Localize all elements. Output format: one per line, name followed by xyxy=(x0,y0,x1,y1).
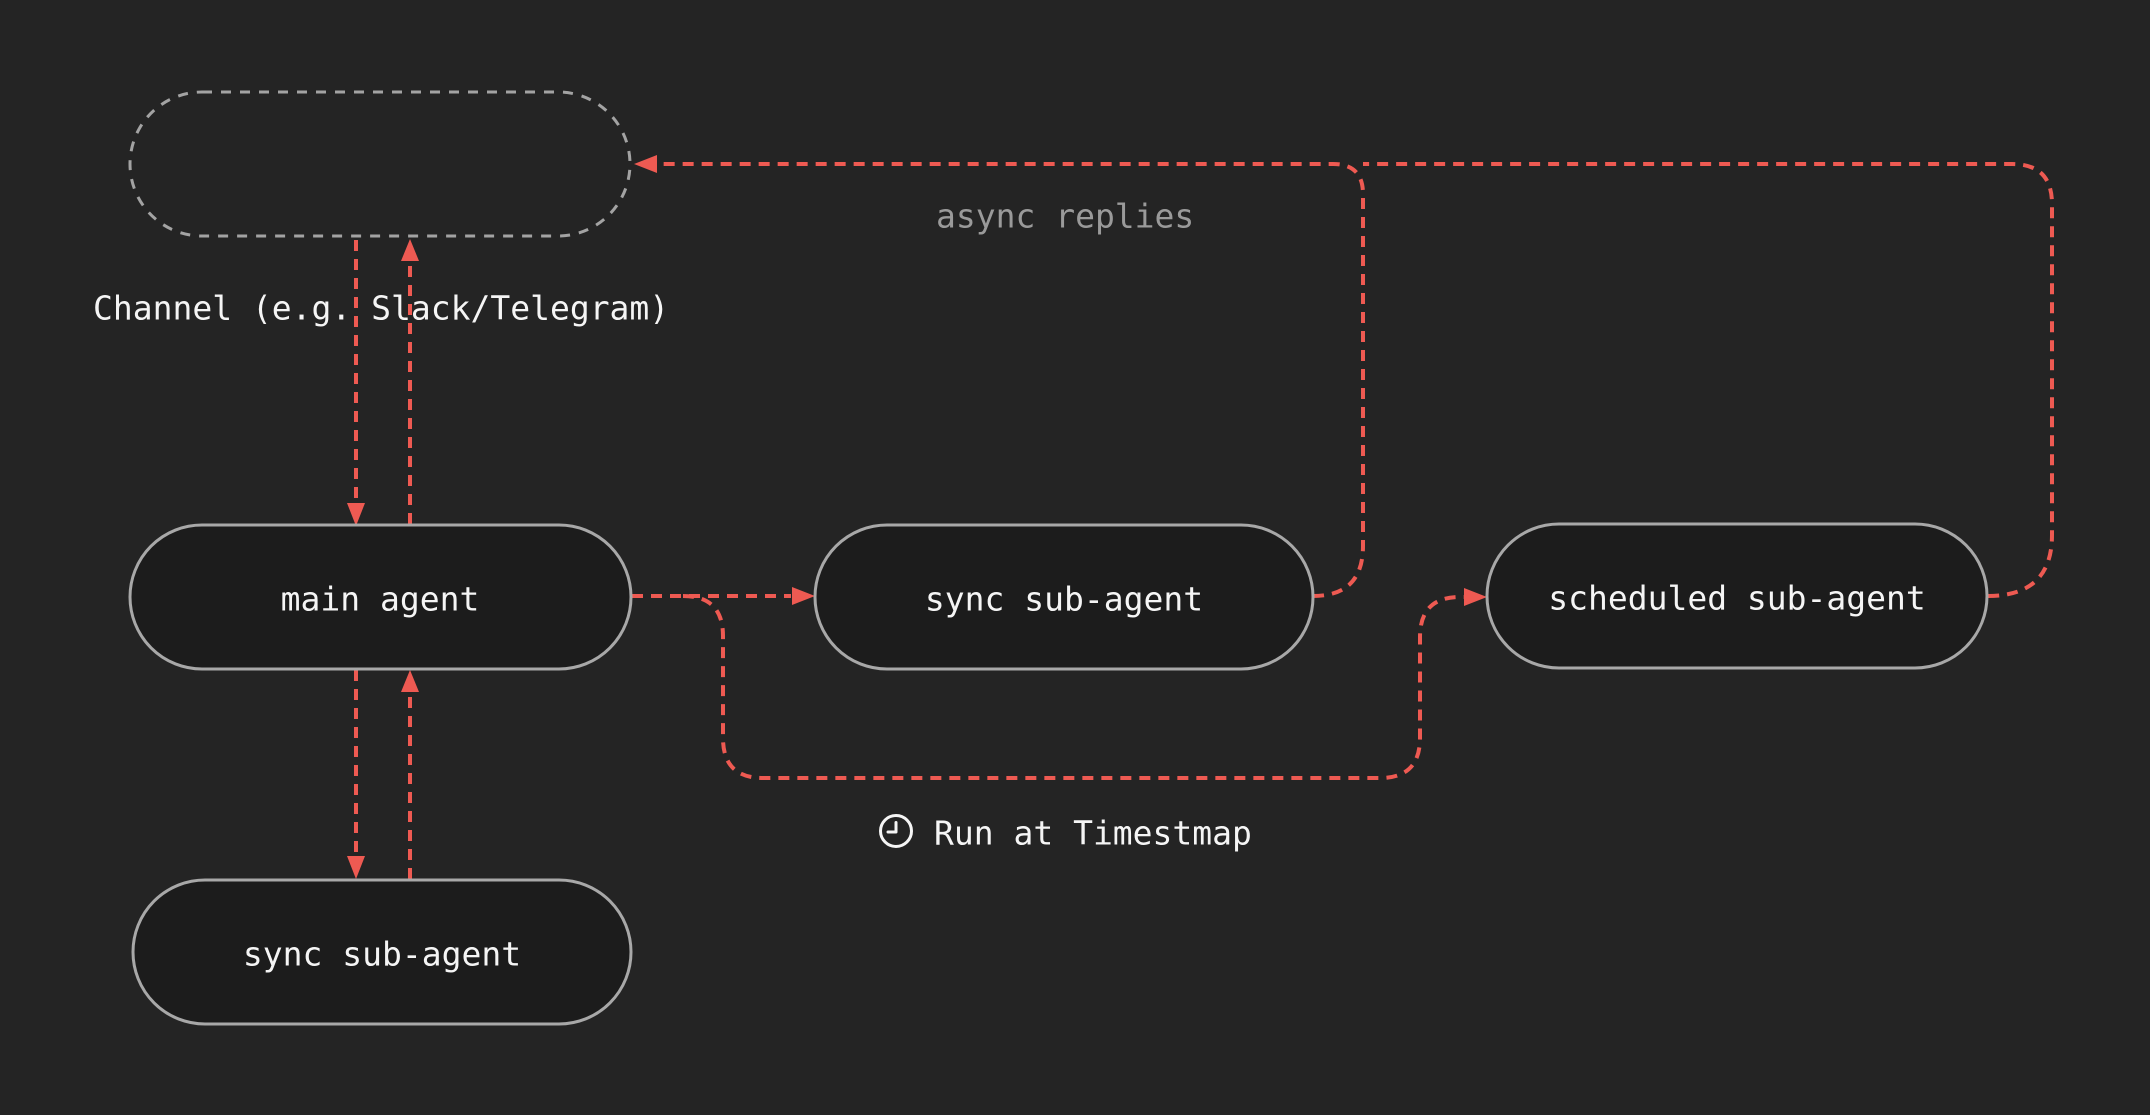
arrow-bottom-sync-to-main xyxy=(401,670,419,879)
arrow-sync-to-channel-async xyxy=(634,155,1365,598)
channel-node xyxy=(128,90,632,238)
async-replies-label: async replies xyxy=(936,197,1194,236)
main-agent-node: main agent xyxy=(128,523,633,671)
channel-caption: Channel (e.g. Slack/Telegram) xyxy=(93,289,669,328)
run-at-timestamp-group: Run at Timestmap xyxy=(879,814,1252,853)
arrow-main-to-bottom-sync xyxy=(347,670,365,879)
arrow-channel-to-main xyxy=(347,240,365,526)
arrow-scheduled-to-channel-async xyxy=(1363,162,2054,598)
run-at-timestamp-label: Run at Timestmap xyxy=(934,814,1252,853)
sync-sub-agent-bottom-label: sync sub-agent xyxy=(243,935,521,974)
scheduled-sub-agent-node: scheduled sub-agent xyxy=(1485,522,1989,670)
clock-icon xyxy=(879,814,913,848)
arrow-main-to-scheduled xyxy=(682,588,1487,780)
arrow-main-to-sync xyxy=(632,587,815,605)
scheduled-sub-agent-label: scheduled sub-agent xyxy=(1548,579,1926,618)
sync-sub-agent-node: sync sub-agent xyxy=(813,523,1315,671)
arrow-main-to-channel xyxy=(401,239,419,524)
main-agent-label: main agent xyxy=(281,580,480,619)
sync-sub-agent-label: sync sub-agent xyxy=(925,580,1203,619)
sync-sub-agent-bottom-node: sync sub-agent xyxy=(131,878,633,1026)
